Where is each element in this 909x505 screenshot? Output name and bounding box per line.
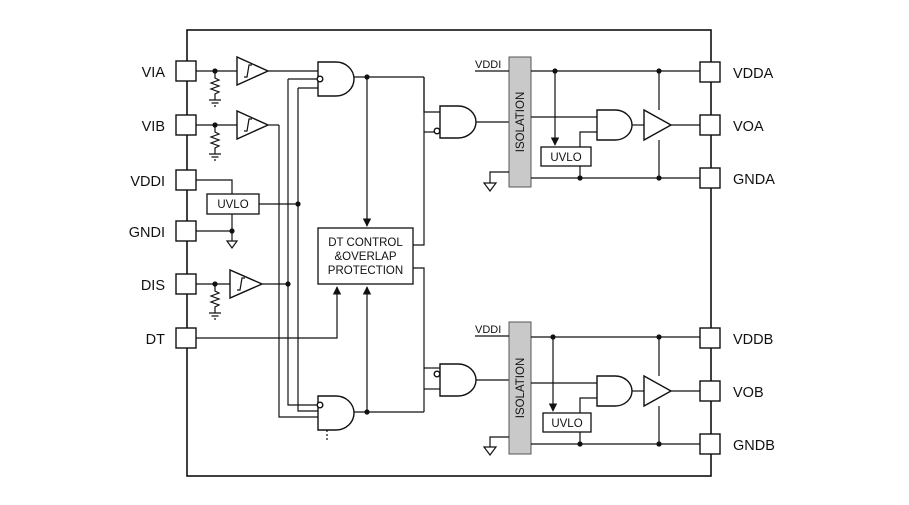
dis-input-path bbox=[196, 268, 291, 320]
pin-vdda: VDDA bbox=[699, 61, 774, 83]
uvlo-input-label: UVLO bbox=[217, 199, 248, 211]
isolation-a-label: ISOLATION bbox=[515, 92, 527, 153]
pin-vib: VIB bbox=[142, 114, 197, 136]
pin-gndb: GNDB bbox=[699, 433, 775, 455]
pin-dis-label: DIS bbox=[141, 278, 165, 294]
dt-control-block: DT CONTROL &OVERLAP PROTECTION bbox=[317, 77, 425, 412]
isolation-b-label: ISOLATION bbox=[515, 358, 527, 419]
pin-via-label: VIA bbox=[142, 65, 166, 81]
pin-via: VIA bbox=[142, 60, 197, 82]
pin-vddb-label: VDDB bbox=[733, 332, 773, 348]
dt-control-line1: DT CONTROL bbox=[328, 237, 403, 249]
and-gate-to-iso-a bbox=[423, 77, 509, 139]
vddi-tag-b: VDDI bbox=[475, 324, 501, 336]
channel-a-driver: UVLO bbox=[531, 68, 700, 181]
schmitt-buffer-dis bbox=[229, 268, 264, 300]
pin-gnda-label: GNDA bbox=[733, 172, 775, 188]
pin-voa: VOA bbox=[699, 114, 764, 136]
driver-buffer-b bbox=[643, 374, 673, 408]
vib-input-path bbox=[196, 109, 279, 161]
schmitt-icon bbox=[244, 118, 252, 132]
schmitt-buffer-a bbox=[236, 55, 270, 87]
vddi-tag-a: VDDI bbox=[475, 59, 501, 71]
and-gate-a bbox=[596, 109, 633, 141]
schmitt-buffer-b bbox=[236, 109, 270, 141]
and-gate-to-iso-b bbox=[424, 363, 509, 397]
and-gate-bottom bbox=[316, 286, 424, 442]
dt-control-line3: PROTECTION bbox=[328, 265, 403, 277]
driver-buffer-a bbox=[643, 108, 673, 142]
isolation-a: ISOLATION VDDI bbox=[475, 56, 532, 192]
pin-vob: VOB bbox=[699, 380, 764, 402]
uvlo-a-block bbox=[540, 146, 592, 167]
pin-gndi: GNDI bbox=[129, 220, 197, 242]
and-gate-top bbox=[316, 61, 424, 227]
via-input-path bbox=[196, 55, 318, 107]
pin-vib-label: VIB bbox=[142, 119, 165, 135]
pin-dt-label: DT bbox=[146, 332, 165, 348]
dt-input-path bbox=[196, 286, 342, 339]
dt-control-line2: &OVERLAP bbox=[335, 251, 397, 263]
pin-vddb: VDDB bbox=[699, 327, 773, 349]
pin-dis: DIS bbox=[141, 273, 197, 295]
pin-vddi: VDDI bbox=[130, 169, 197, 191]
isolation-b: ISOLATION VDDI bbox=[475, 321, 532, 456]
package-outline bbox=[186, 29, 712, 477]
pin-voa-label: VOA bbox=[733, 119, 764, 135]
pin-vdda-label: VDDA bbox=[733, 66, 774, 82]
channel-b-driver: UVLO bbox=[531, 334, 700, 447]
pin-vob-label: VOB bbox=[733, 385, 764, 401]
pin-gnda: GNDA bbox=[699, 167, 775, 189]
schmitt-icon bbox=[244, 64, 252, 78]
uvlo-a-label: UVLO bbox=[550, 152, 581, 164]
and-gate-b bbox=[596, 375, 633, 407]
pin-gndb-label: GNDB bbox=[733, 438, 775, 454]
pin-dt: DT bbox=[146, 327, 197, 349]
uvlo-b-label: UVLO bbox=[551, 418, 582, 430]
input-uvlo-path: UVLO bbox=[196, 179, 301, 250]
schmitt-icon bbox=[237, 277, 245, 291]
pin-vddi-label: VDDI bbox=[130, 174, 165, 190]
uvlo-b-block bbox=[542, 412, 592, 433]
pin-gndi-label: GNDI bbox=[129, 225, 165, 241]
input-routing-bus bbox=[278, 78, 318, 418]
